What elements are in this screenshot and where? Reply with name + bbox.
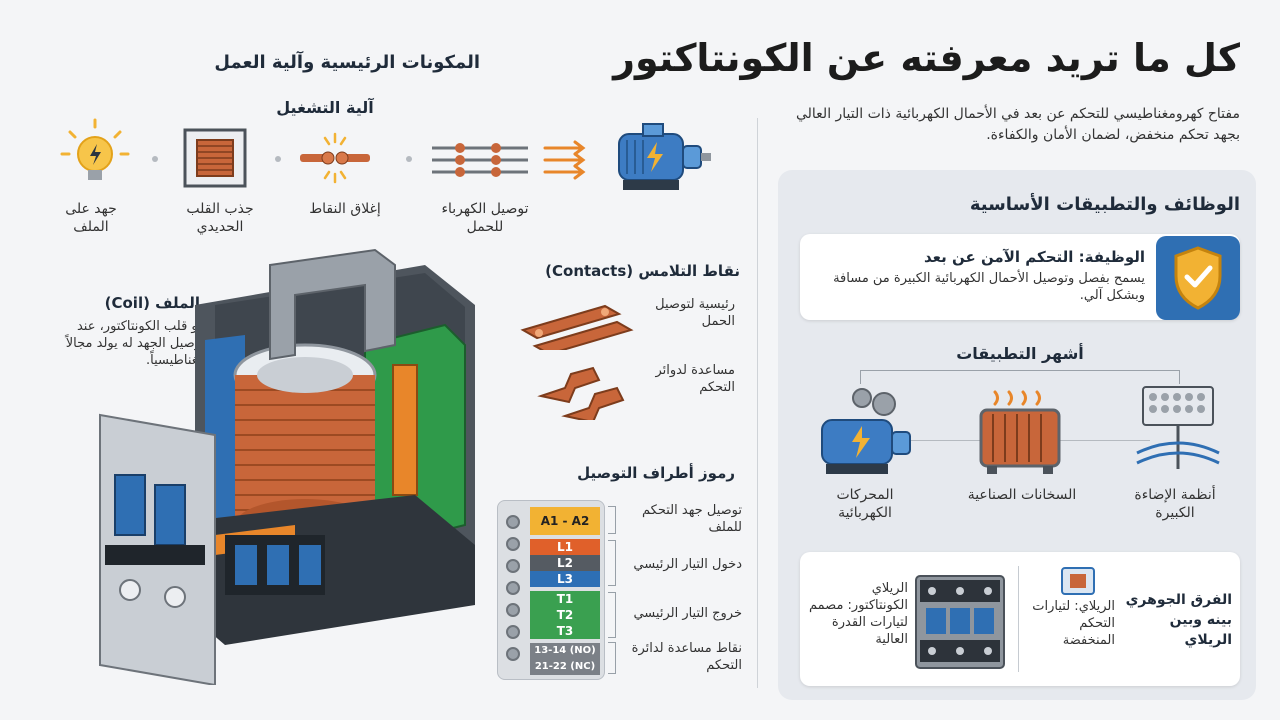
page-title: كل ما تريد معرفته عن الكونتاكتور xyxy=(613,36,1240,80)
comparison-title: الفرق الجوهري بينه وبين الريلاي xyxy=(1125,592,1232,648)
bracket xyxy=(608,540,616,586)
main-contacts-icon xyxy=(515,290,635,356)
terminal-desc-control: توصيل جهد التحكم للملف xyxy=(642,503,742,535)
divider xyxy=(757,118,758,688)
terminal-code-a1a2: A1 - A2 xyxy=(530,507,600,535)
mechanism-flow xyxy=(40,118,730,248)
terminals-title: رموز أطراف التوصيل xyxy=(577,464,735,482)
bulb-icon xyxy=(60,118,130,197)
terminal-code-t3: T3 xyxy=(530,623,600,639)
terminal-code-l1: L1 xyxy=(530,539,600,555)
iron-core-icon xyxy=(183,128,247,192)
terminal-code-nc: 21-22 (NC) xyxy=(530,659,600,675)
terminal-screw xyxy=(506,559,520,573)
shield-icon xyxy=(1156,236,1240,324)
functions-heading: الوظائف والتطبيقات الأساسية xyxy=(969,194,1240,215)
terminal-screw xyxy=(506,603,520,617)
flow-dot xyxy=(406,156,412,162)
bracket xyxy=(608,642,616,674)
contacts-main-label: رئيسية لتوصيل الحمل xyxy=(655,297,735,329)
components-heading: المكونات الرئيسية وآلية العمل xyxy=(214,52,480,73)
contacts-aux-label: مساعدة لدوائر التحكم xyxy=(655,363,735,395)
coil-title: الملف (Coil) xyxy=(104,294,200,312)
terminal-code-no: 13-14 (NO) xyxy=(530,643,600,659)
terminal-screw xyxy=(506,515,520,529)
app-label-motors: المحركات الكهربائية xyxy=(836,487,894,521)
page-subtitle: مفتاح كهرومغناطيسي للتحكم عن بعد في الأح… xyxy=(795,106,1240,143)
flow-dot xyxy=(275,156,281,162)
step-label-load: توصيل الكهرباء للحمل xyxy=(441,201,529,235)
terminal-code-l3: L3 xyxy=(530,571,600,587)
mechanism-heading: آلية التشغيل xyxy=(276,98,374,117)
app-label-heaters: السخانات الصناعية xyxy=(967,487,1077,503)
arrow-icon xyxy=(543,138,589,186)
terminal-desc-input: دخول التيار الرئيسي xyxy=(633,557,742,572)
terminal-code-l2: L2 xyxy=(530,555,600,571)
power-flow-icon xyxy=(430,140,530,184)
comparison-divider xyxy=(1018,566,1019,672)
stadium-lights-icon xyxy=(1133,383,1223,477)
terminal-screw xyxy=(506,537,520,551)
flow-dot xyxy=(152,156,158,162)
terminal-screw xyxy=(506,581,520,595)
contacts-title: نقاط التلامس (Contacts) xyxy=(545,262,740,280)
comparison-card xyxy=(800,552,1240,686)
bracket xyxy=(608,506,616,534)
electric-motor-icon xyxy=(812,386,922,484)
terminal-code-t1: T1 xyxy=(530,591,600,607)
function-card-title: الوظيفة: التحكم الآمن عن بعد xyxy=(923,248,1145,266)
terminal-screw xyxy=(506,647,520,661)
coil-text: هو قلب الكونتاكتور، عند توصيل الجهد له ي… xyxy=(65,319,205,368)
terminal-strip: A1 - A2 L1 L2 L3 T1 T2 T3 13-14 (NO) 21-… xyxy=(497,500,605,680)
applications-heading: أشهر التطبيقات xyxy=(956,344,1084,363)
bracket xyxy=(608,592,616,638)
terminal-desc-aux: نقاط مساعدة لدائرة التحكم xyxy=(631,641,742,673)
contactor-text: الريلاي الكونتاكتور: مصمم لتيارات القدرة… xyxy=(809,581,908,647)
step-label-contacts: إغلاق النقاط xyxy=(309,201,381,217)
contactor-illustration xyxy=(95,245,495,689)
industrial-heater-icon xyxy=(975,388,1065,482)
contacts-close-icon xyxy=(298,132,372,188)
app-label-lighting: أنظمة الإضاءة الكبيرة xyxy=(1134,487,1216,521)
step-label-core: جذب القلب الحديدي xyxy=(186,201,254,235)
relay-icon xyxy=(1060,566,1096,600)
terminal-screw xyxy=(506,625,520,639)
aux-contacts-icon xyxy=(535,360,645,424)
terminal-desc-output: خروج التيار الرئيسي xyxy=(633,606,742,621)
step-label-coil: جهد على الملف xyxy=(65,201,117,235)
relay-text: الريلاي: لتيارات التحكم المنخفضة xyxy=(1032,599,1115,648)
terminal-code-t2: T2 xyxy=(530,607,600,623)
contactor-icon xyxy=(912,570,1008,678)
electric-motor-icon xyxy=(605,118,715,202)
function-card-text: يسمح بفصل وتوصيل الأحمال الكهربائية الكب… xyxy=(833,271,1145,303)
applications-connector xyxy=(860,370,1180,384)
